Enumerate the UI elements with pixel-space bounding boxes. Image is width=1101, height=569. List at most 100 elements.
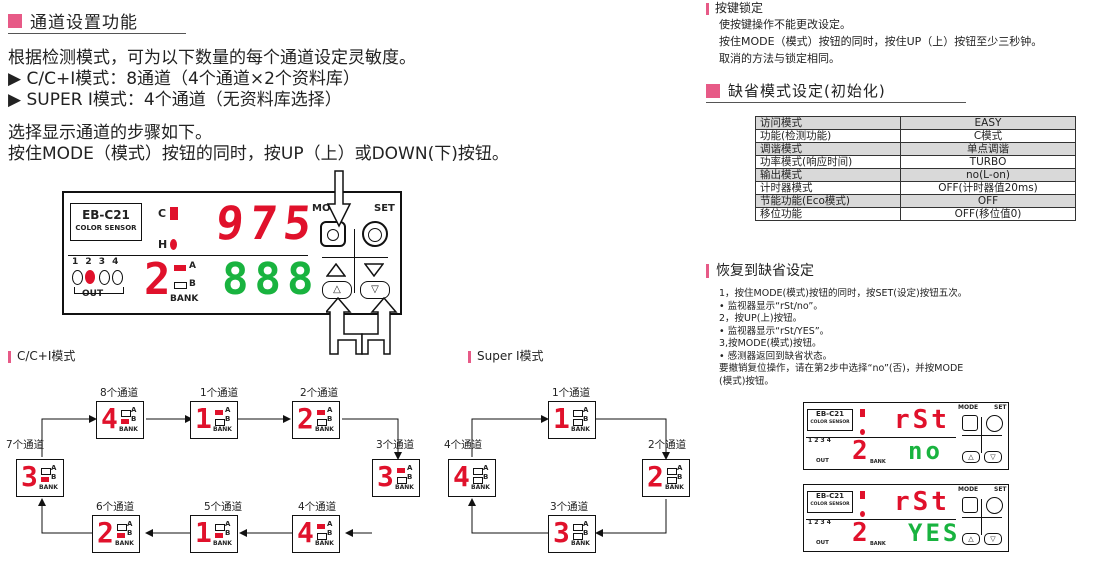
bank-a-mark-icon	[215, 410, 223, 415]
steps-title: 选择显示通道的步骤如下。	[8, 123, 212, 143]
default-row: 调谐模式单点调谐	[755, 142, 1076, 156]
mode-button-icon	[327, 229, 339, 241]
bank-text: BANK	[213, 540, 232, 547]
down-button[interactable]: ▽	[360, 281, 390, 299]
channel-label: 6个通道	[96, 501, 135, 513]
mini-bottom-display: no	[908, 437, 943, 465]
bank-a-mark-icon	[41, 468, 51, 475]
default-mode-title: 缺省模式设定(初始化)	[728, 82, 886, 100]
mini-c-indicator-icon	[860, 409, 865, 417]
default-key: 计时器模式	[755, 181, 901, 195]
mini-down-button: ▽	[984, 533, 1002, 545]
mini-divider	[806, 437, 956, 438]
bank-text: BANK	[571, 540, 590, 547]
bank-a-mark-icon	[317, 410, 325, 415]
bank-b-letter: B	[483, 473, 489, 481]
bank-text: BANK	[315, 426, 334, 433]
key-lock-title-text: 按键锁定	[715, 1, 764, 15]
mini-up-button: △	[962, 533, 980, 545]
channel-digit: 4	[297, 516, 314, 549]
default-header-underline	[706, 102, 966, 103]
mini-set-label: SET	[994, 486, 1007, 493]
channel-label: 4个通道	[444, 439, 483, 451]
channel-label: 5个通道	[204, 501, 243, 513]
mini-cross-v	[981, 417, 982, 453]
default-value: C模式	[900, 129, 1076, 143]
bank-b-mark-icon	[667, 477, 677, 484]
mini-h-indicator-icon	[860, 511, 865, 517]
mini-mode-label: MODE	[958, 404, 979, 411]
mini-cross-h	[962, 435, 1002, 436]
set-label: SET	[374, 203, 395, 214]
channel-setting-title: 通道设置功能	[30, 13, 138, 33]
default-key: 节能功能(Eco模式)	[755, 194, 901, 208]
key-lock-line-3: 取消的方法与锁定相同。	[719, 52, 840, 65]
channel-digit: 1	[195, 516, 212, 549]
bank-b-letter: B	[407, 473, 413, 481]
out-led-4-icon	[112, 270, 123, 285]
steps-text: 按住MODE（模式）按钮的同时，按UP（上）或DOWN(下)按钮。	[8, 144, 509, 164]
out-numbers: 1 2 3 4	[72, 257, 121, 267]
cycle-cc-title: C/C+I模式	[8, 348, 75, 364]
restore-line: (模式)按钮。	[719, 375, 774, 387]
bank-a-letter: A	[327, 406, 333, 414]
bank-a-mark-icon	[573, 410, 583, 417]
restore-line: 1，按住MODE(模式)按钮的同时，按SET(设定)按钮五次。	[719, 288, 968, 299]
mini-cross-h	[962, 517, 1002, 518]
down-triangle-icon	[364, 263, 384, 277]
bank-text: BANK	[115, 540, 134, 547]
intro-text: 根据检测模式，可为以下数量的每个通道设定灵敏度。	[8, 48, 416, 68]
channel-digit: 2	[647, 460, 664, 493]
button-cross-h	[322, 257, 388, 258]
channel-label: 2个通道	[648, 439, 687, 451]
default-key: 功率模式(响应时间)	[755, 155, 901, 169]
mini-set-button	[986, 415, 1003, 432]
mode-cc-text: ▶ C/C+I模式：8通道（4个通道×2个资料库）	[8, 69, 360, 89]
mini-out-label: OUT	[816, 540, 829, 546]
channel-digit-display: 2	[144, 254, 171, 305]
out-led-3-icon	[99, 270, 110, 285]
bank-a-mark-icon	[573, 524, 583, 531]
cycle-super-title: Super I模式	[468, 348, 544, 364]
mini-out-numbers: 1 2 3 4	[808, 519, 831, 526]
default-value: OFF(移位值0)	[900, 207, 1076, 221]
mode-button[interactable]	[320, 221, 346, 247]
restore-line: • 感测器返回到缺省状态。	[719, 350, 833, 362]
set-button[interactable]	[362, 221, 388, 247]
mini-out-label: OUT	[816, 458, 829, 464]
bank-text: BANK	[471, 484, 490, 491]
mini-mode-button	[962, 497, 978, 513]
bank-a-letter: A	[583, 406, 589, 414]
bank-a-mark-icon	[121, 410, 131, 417]
button-cross-v	[354, 229, 355, 293]
h-indicator-icon	[170, 239, 177, 250]
mini-h-indicator-icon	[860, 429, 865, 435]
bank-text: BANK	[315, 540, 334, 547]
mini-set-label: SET	[994, 404, 1007, 411]
bank-b-mark-icon	[215, 419, 225, 426]
channel-setting-header: 通道设置功能	[8, 8, 138, 33]
default-value: 单点调谐	[900, 142, 1076, 156]
channel-label: 3个通道	[550, 501, 589, 513]
bank-b-mark-icon	[397, 477, 407, 484]
bank-text: BANK	[395, 484, 414, 491]
out-label: OUT	[82, 289, 104, 299]
bank-a-letter: A	[483, 464, 489, 472]
restore-line: • 监视器显示“rSt/no”。	[719, 300, 823, 312]
bank-b-letter: B	[131, 415, 137, 423]
bank-text: BANK	[571, 426, 590, 433]
channel-label: 1个通道	[200, 387, 239, 399]
main-value-display: 975	[213, 196, 320, 250]
bank-b-mark-icon	[215, 533, 223, 538]
default-value: TURBO	[900, 155, 1076, 169]
bank-a-letter: A	[131, 406, 137, 414]
